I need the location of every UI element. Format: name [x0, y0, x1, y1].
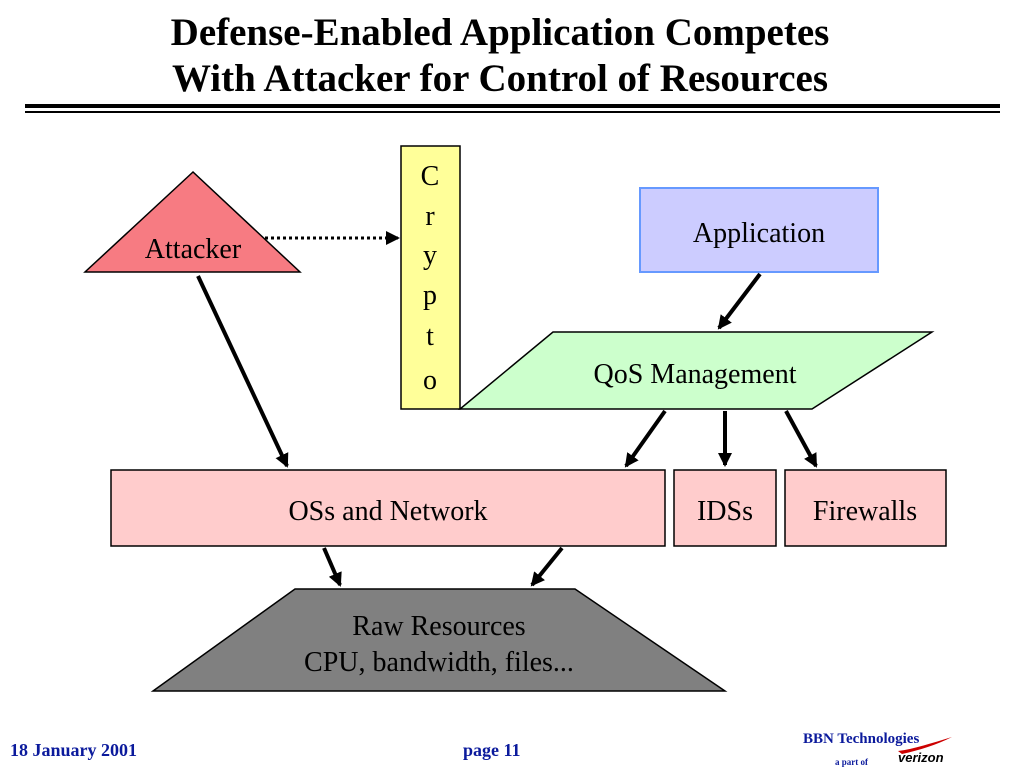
- crypto-box: [400, 145, 461, 410]
- footer-part-of: a part of: [835, 757, 868, 767]
- qos-management-label: QoS Management: [594, 359, 797, 390]
- crypto-letter: C: [421, 161, 440, 192]
- os-network-label: OSs and Network: [288, 496, 487, 527]
- crypto-letter: r: [425, 201, 435, 232]
- qos-to-firewalls-arrow: [784, 410, 818, 468]
- application-label: Application: [693, 218, 825, 249]
- verizon-logo-text: verizon: [898, 750, 944, 765]
- title-line-2: With Attacker for Control of Resources: [171, 57, 829, 100]
- idss-box: [673, 469, 777, 547]
- firewalls-box: [784, 469, 947, 547]
- attacker-triangle: [83, 170, 302, 273]
- footer-date: 18 January 2001: [10, 740, 138, 760]
- verizon-logo-icon: verizon: [898, 737, 952, 765]
- attacker-label: Attacker: [145, 234, 242, 265]
- title-rule-thick: [25, 104, 1000, 108]
- crypto-letter: y: [423, 240, 437, 271]
- title-line-1: Defense-Enabled Application Competes: [170, 11, 830, 54]
- application-to-qos-arrow: [717, 272, 762, 330]
- crypto-label: C r y p t o: [421, 161, 440, 396]
- idss-label: IDSs: [697, 496, 753, 527]
- crypto-letter: t: [426, 321, 434, 352]
- qos-to-os-arrow: [624, 409, 667, 468]
- firewalls-label: Firewalls: [813, 496, 917, 527]
- title-rule-thin: [25, 111, 1000, 113]
- qos-management-box: [457, 331, 935, 410]
- raw-resources-box: [150, 588, 728, 692]
- raw-resources-label: Raw Resources: [352, 611, 525, 642]
- os-to-raw-arrow-right: [530, 546, 564, 587]
- os-network-box: [110, 469, 666, 547]
- footer-page-number: page 11: [463, 740, 521, 760]
- crypto-letter: p: [423, 280, 437, 311]
- raw-resources-sublabel: CPU, bandwidth, files...: [304, 647, 574, 678]
- crypto-letter: o: [423, 365, 437, 396]
- application-box: [639, 187, 879, 273]
- os-to-raw-arrow-left: [322, 547, 342, 587]
- slide-title: Defense-Enabled Application Competes Wit…: [0, 10, 1000, 102]
- attacker-to-os-arrow: [196, 275, 289, 468]
- footer-company: BBN Technologies: [803, 731, 920, 747]
